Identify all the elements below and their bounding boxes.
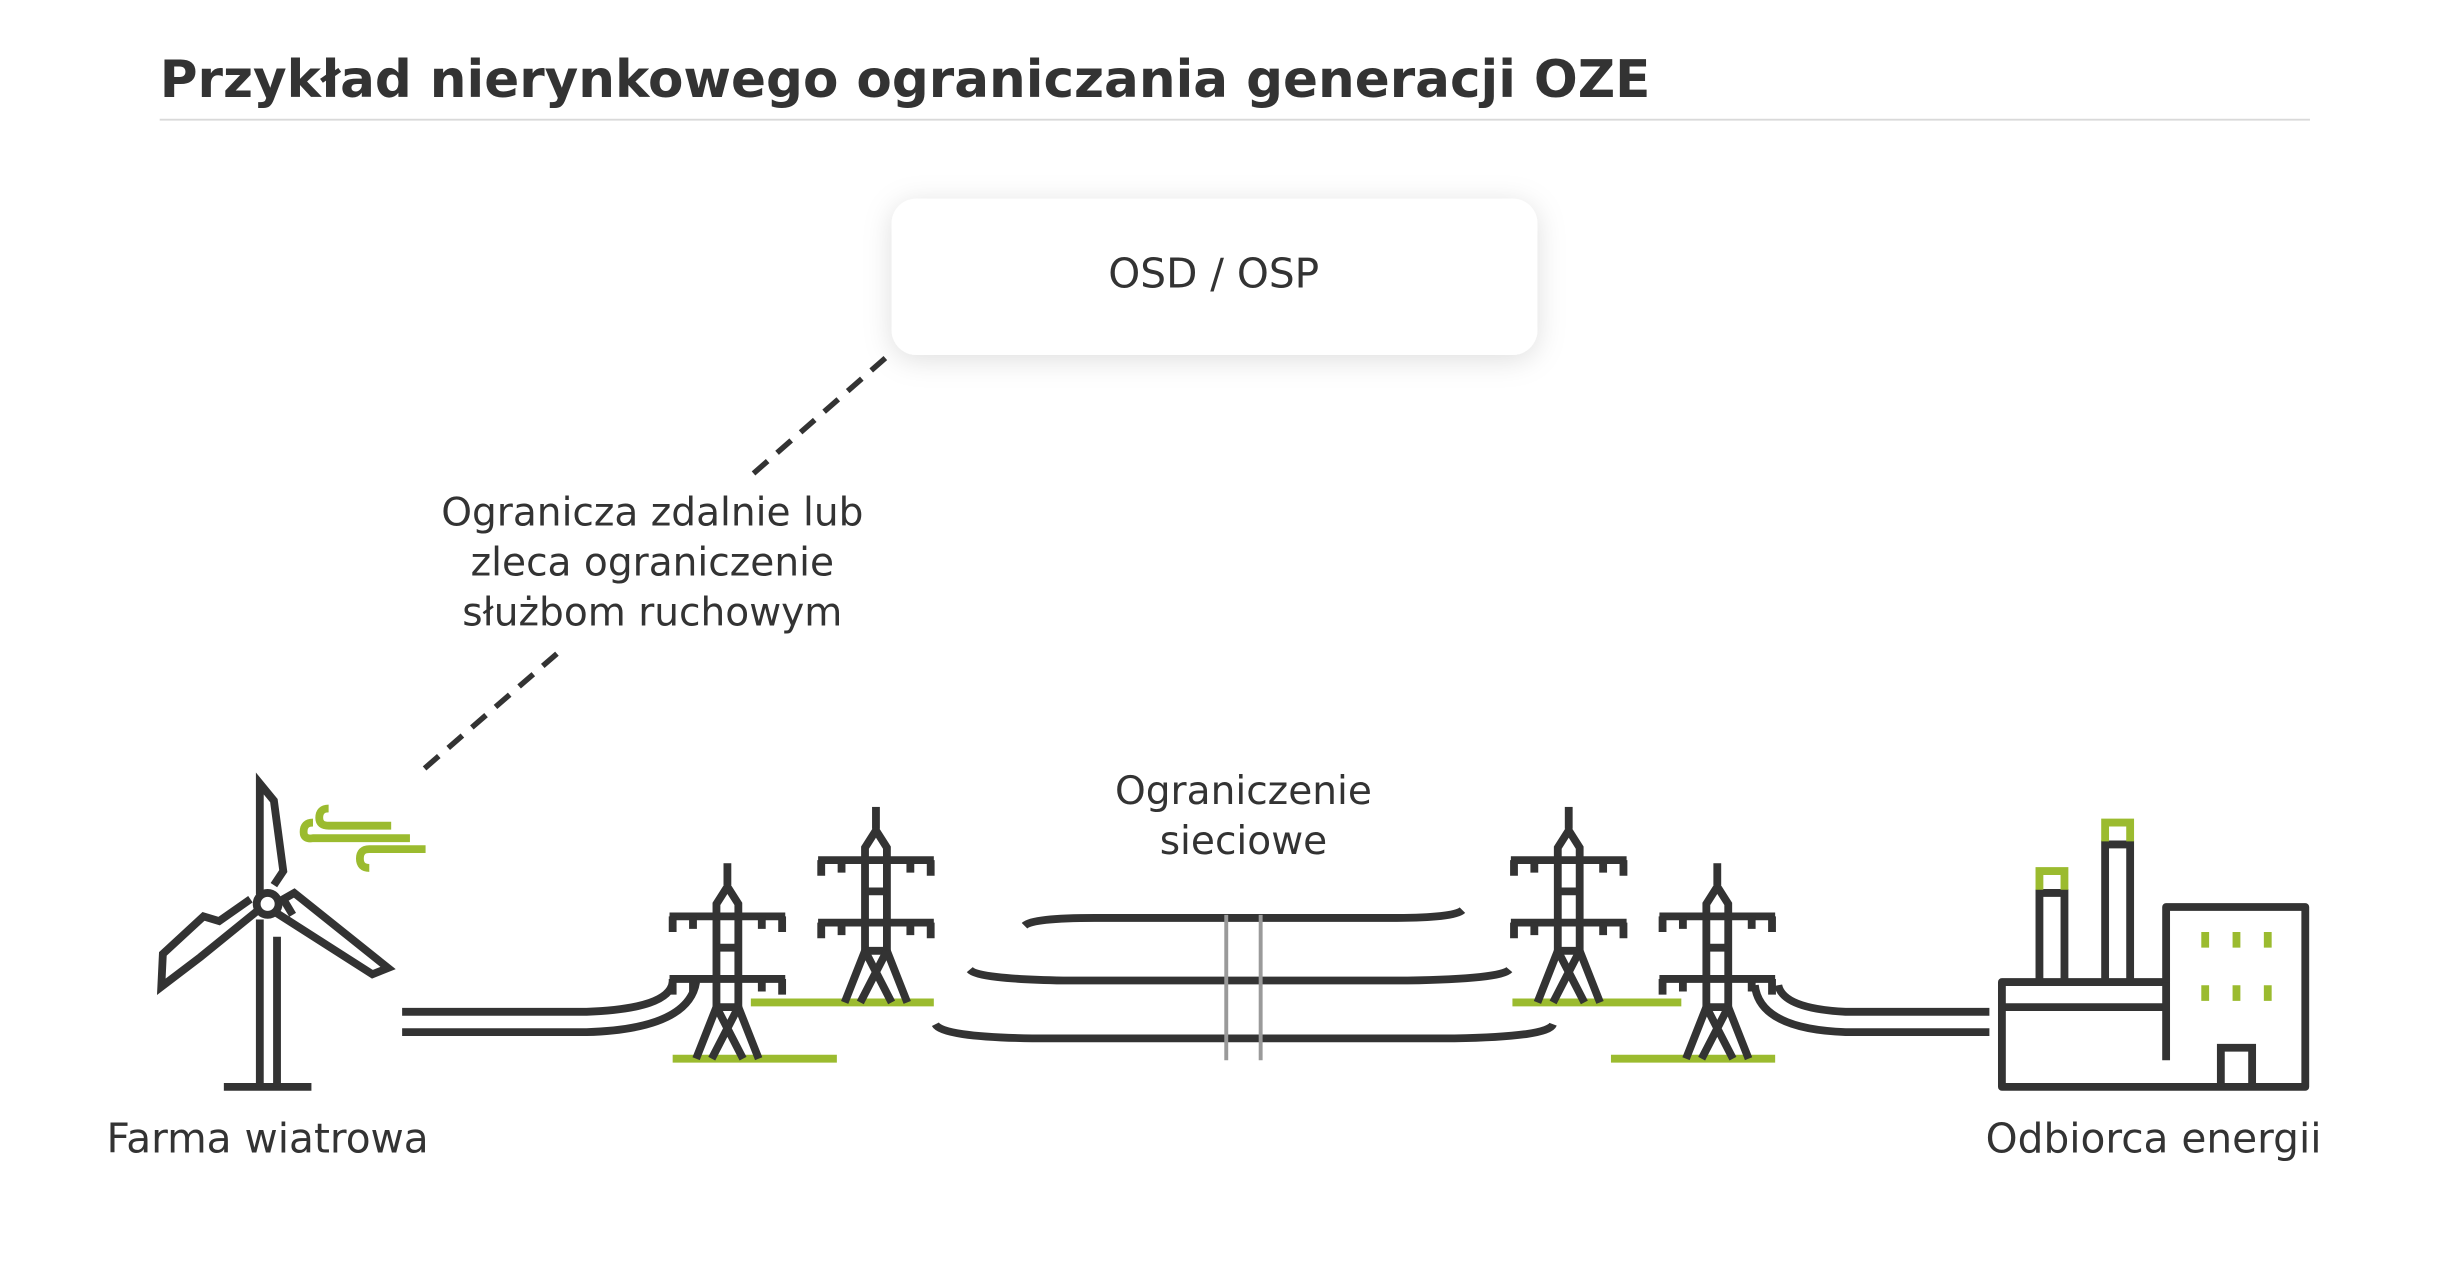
pylon-icon: [1659, 863, 1775, 1058]
constraint-line: Ograniczenie: [1115, 769, 1372, 814]
operator-box: OSD / OSP: [891, 198, 1538, 355]
pylon-icon: [818, 807, 934, 1002]
action-line: Ogranicza zdalnie lub: [441, 490, 863, 535]
pylon-icon: [1511, 807, 1627, 1002]
action-line: służbom ruchowym: [462, 591, 842, 636]
operator-label: OSD / OSP: [1108, 250, 1319, 298]
pylon-icon: [670, 863, 786, 1058]
constraint-line: sieciowe: [1160, 819, 1328, 864]
power-line-left: [402, 981, 700, 1037]
grid-constraint-lines: [931, 906, 1557, 1061]
wind-farm-label: Farma wiatrowa: [107, 1115, 429, 1163]
page-title: Przykład nierynkowego ograniczania gener…: [160, 50, 1651, 110]
action-line: zleca ograniczenie: [471, 540, 834, 585]
wind-turbine-icon: [156, 772, 426, 1091]
consumer-label: Odbiorca energii: [1986, 1115, 2322, 1163]
power-line-right: [1750, 983, 1990, 1037]
operator-action-text: Ogranicza zdalnie lub zleca ograniczenie…: [441, 490, 863, 635]
factory-icon: [1997, 818, 2310, 1091]
grid-constraint-text: Ograniczenie sieciowe: [1115, 769, 1372, 864]
